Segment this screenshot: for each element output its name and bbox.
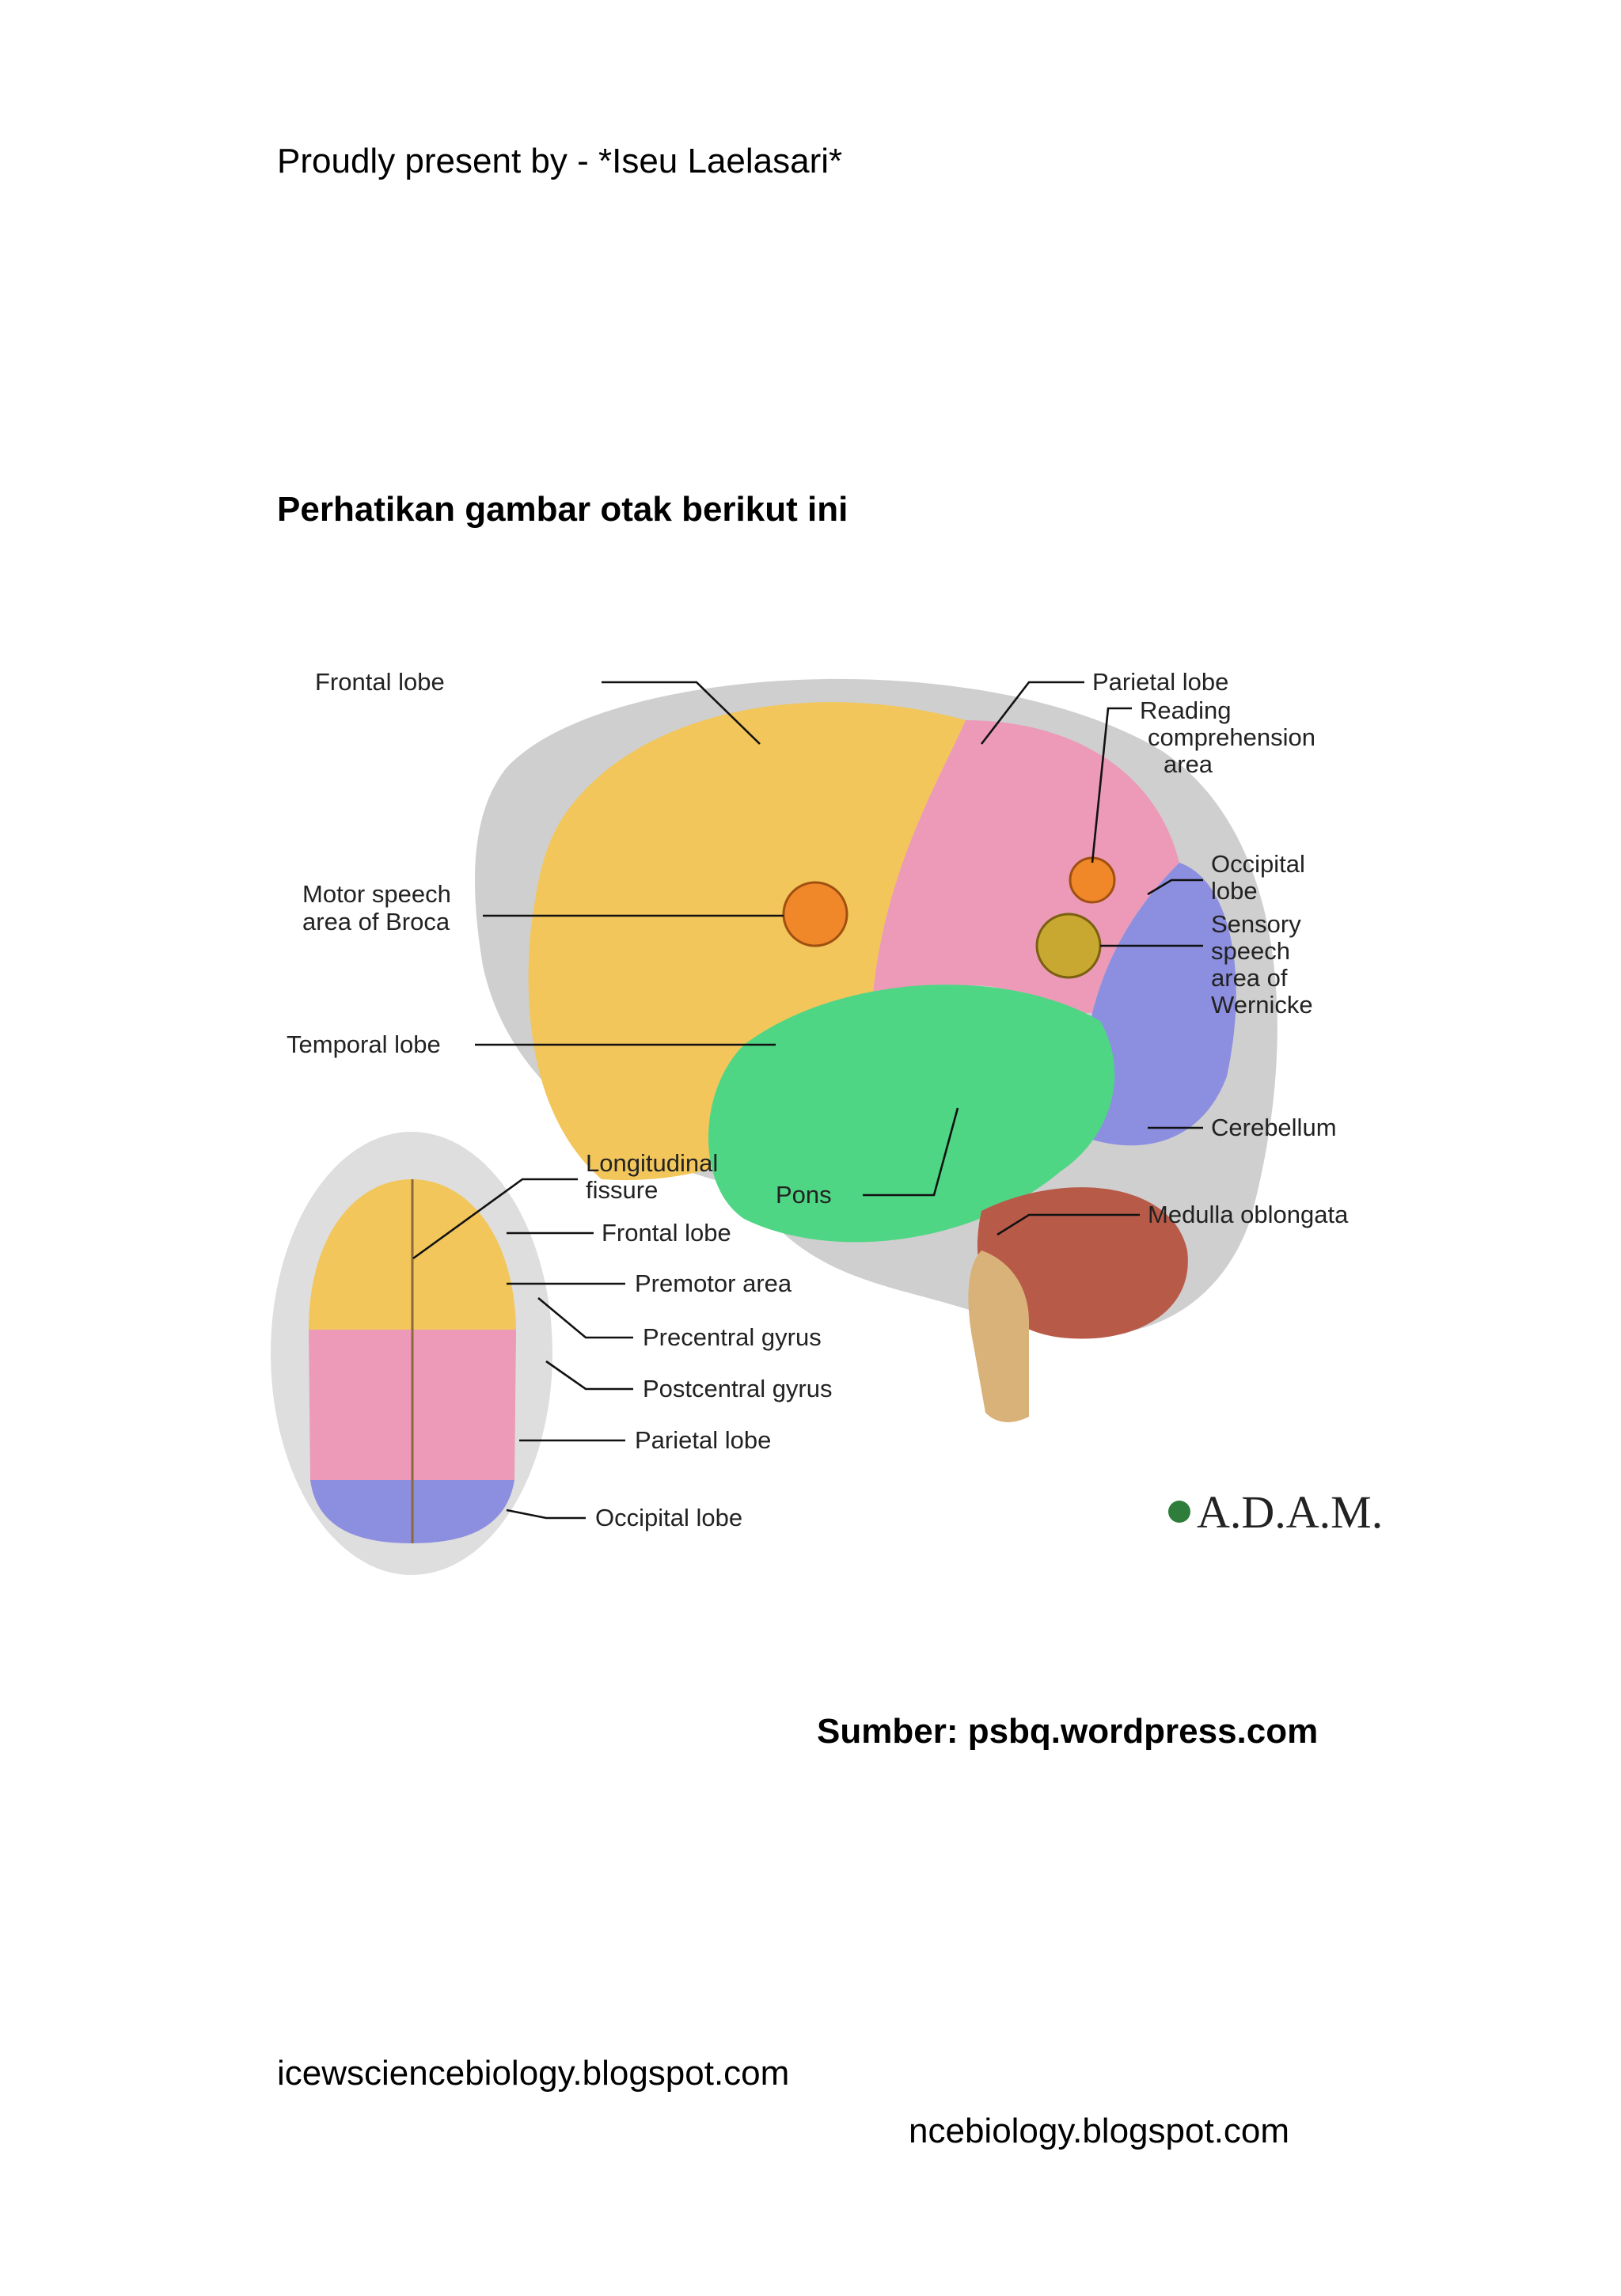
label-premotor-area: Premotor area <box>635 1269 792 1297</box>
label-wernicke-2: speech <box>1211 937 1290 965</box>
broca-area-marker <box>782 881 848 947</box>
adam-leaf-icon <box>1168 1501 1190 1523</box>
author-credit: Proudly present by - *Iseu Laelasari* <box>277 142 843 180</box>
cerebellum-region <box>977 1187 1188 1339</box>
label-reading-3: area <box>1164 750 1213 778</box>
label-broca-2: area of Broca <box>302 908 450 935</box>
parietal-lobe-region <box>871 720 1179 1045</box>
label-reading-2: comprehension <box>1148 723 1315 751</box>
label-cerebellum: Cerebellum <box>1211 1114 1337 1141</box>
label-temporal-lobe: Temporal lobe <box>287 1030 441 1058</box>
label-pons: Pons <box>776 1181 832 1209</box>
label-precentral-gyrus: Precentral gyrus <box>643 1323 822 1351</box>
occipital-lobe-region <box>1088 863 1236 1146</box>
label-frontal-lobe: Frontal lobe <box>315 668 445 696</box>
brain-diagram: Frontal lobe Parietal lobe Reading compr… <box>271 668 1383 1575</box>
label-parietal-lobe: Parietal lobe <box>1092 668 1228 696</box>
label-wernicke-4: Wernicke <box>1211 991 1313 1019</box>
label-occipital-2: lobe <box>1211 877 1258 905</box>
label-postcentral-gyrus: Postcentral gyrus <box>643 1375 833 1402</box>
label-top-occipital-lobe: Occipital lobe <box>595 1504 742 1531</box>
footer-blog-1: icewsciencebiology.blogspot.com <box>277 2054 790 2093</box>
label-longitudinal-2: fissure <box>586 1176 658 1204</box>
adam-logo: A.D.A.M. <box>1168 1486 1383 1538</box>
footer-blog-2: ncebiology.blogspot.com <box>909 2112 1290 2150</box>
label-occipital-1: Occipital <box>1211 850 1305 878</box>
label-medulla-oblongata: Medulla oblongata <box>1148 1201 1349 1228</box>
label-top-frontal-lobe: Frontal lobe <box>602 1219 731 1247</box>
source-credit: Sumber: psbq.wordpress.com <box>817 1712 1319 1751</box>
label-broca-1: Motor speech <box>302 880 451 908</box>
label-top-parietal-lobe: Parietal lobe <box>635 1426 771 1454</box>
reading-area-marker <box>1069 856 1116 904</box>
temporal-lobe-region <box>708 985 1115 1243</box>
label-reading-1: Reading <box>1140 696 1231 724</box>
brainstem-region <box>968 1250 1029 1422</box>
label-wernicke-1: Sensory <box>1211 910 1301 938</box>
label-wernicke-3: area of <box>1211 964 1288 992</box>
wernicke-area-marker <box>1035 913 1102 979</box>
label-longitudinal-1: Longitudinal <box>586 1149 718 1177</box>
section-heading: Perhatikan gambar otak berikut ini <box>277 490 848 529</box>
svg-text:A.D.A.M.: A.D.A.M. <box>1197 1486 1383 1538</box>
